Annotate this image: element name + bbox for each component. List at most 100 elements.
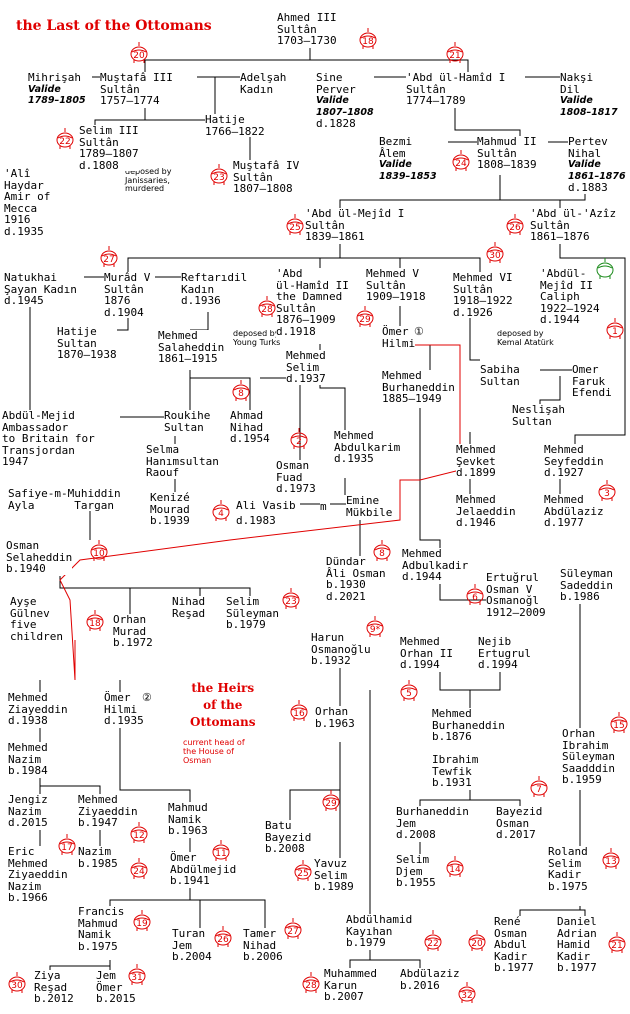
turban-icon: 26	[506, 214, 524, 236]
turban-icon: 10	[90, 540, 108, 562]
person-name-line: Hanımsultan	[146, 454, 219, 468]
person-name-line: Ayşe	[10, 595, 37, 608]
person-name-line: Ahmed III	[277, 11, 337, 24]
person-name-line: d.1983	[236, 514, 276, 527]
person-name-line: Mehmed	[286, 349, 326, 362]
person-name-line: b.1979	[226, 618, 266, 632]
turban-number: 26	[509, 223, 521, 233]
person-name-line: Nihad	[230, 420, 264, 434]
person-name-line: Murâd V	[104, 271, 151, 284]
person-name-line: Mehmed	[158, 329, 198, 342]
person-name-line: Nihad	[172, 595, 206, 608]
person-name-line: d.1944	[540, 313, 580, 327]
janissaries-note: deposed by Janissaries, murdered	[125, 167, 172, 193]
person-name-line: 1947	[2, 455, 29, 469]
person-name-line: Selim	[396, 853, 430, 866]
person-ali-vasib: Ali Vasib	[236, 500, 296, 512]
ataturk-note: deposed by Kemal Atatürk	[497, 329, 554, 347]
person-name-line: 1757–1774	[100, 94, 160, 108]
person-name-line: to Britain for	[2, 432, 95, 446]
turban-icon: 5	[400, 680, 418, 702]
turban-number: 8	[379, 549, 385, 559]
turban-icon: 17	[58, 834, 76, 856]
person-name-line: Abdülmejid	[170, 862, 237, 876]
person-name-line: Nazim	[8, 804, 42, 818]
tree-line	[94, 108, 146, 125]
person-name-line: Abdül-Mejid	[2, 409, 75, 422]
person-name-line: d.1937	[286, 372, 326, 386]
person-name-line: 1885–1949	[382, 392, 442, 406]
person-name-line: Perver	[316, 82, 356, 96]
person-name-line: Mehmed	[456, 493, 496, 506]
person-name-line: Ayla Targan	[8, 498, 114, 512]
turban-number: 24	[455, 159, 467, 169]
person-name-line: 1789–1807	[79, 147, 139, 161]
turban-icon: 11	[212, 840, 230, 862]
turban-icon: 9*	[366, 616, 384, 638]
person-name-line: b.1977	[557, 961, 597, 975]
person-name-line: Mehmed	[456, 443, 496, 456]
person-name-line: b.1963	[315, 716, 355, 730]
tree-line	[49, 960, 111, 970]
person-name-line: Nazim	[8, 752, 42, 766]
person-name-line: Ambassador	[2, 420, 69, 434]
person-name-line: b.1959	[562, 773, 602, 787]
person-name-line: Mehmed	[544, 443, 584, 456]
turban-icon: 27	[100, 246, 118, 268]
person-name-line: b.1876	[432, 730, 472, 744]
person-name-line: Safiye-m-Muhiddin	[8, 487, 121, 500]
person-name-line: b.1955	[396, 876, 436, 890]
turban-icon: 28	[302, 972, 320, 994]
person-name-line: Orhan	[562, 727, 596, 740]
turban-number: 2	[296, 437, 302, 447]
person-name-line: Mehmed	[432, 707, 472, 720]
person-name-line: d.1927	[544, 466, 584, 480]
caliph-crown-icon	[596, 258, 614, 280]
person-name-line: b.1930	[326, 578, 366, 592]
tree-line	[127, 244, 341, 272]
person-name-line: d.1899	[456, 466, 496, 480]
turban-icon: 30	[486, 242, 504, 264]
person-title-line: 1808–1817	[560, 106, 618, 118]
person-name-line: Kadir	[548, 868, 582, 882]
person-name-line: Emine	[346, 494, 380, 507]
turban-number: 20	[471, 939, 483, 949]
tree-line	[580, 909, 586, 916]
tree-line	[339, 175, 501, 208]
person-name-line: Sultân	[277, 22, 317, 36]
turban-icon: 20	[468, 930, 486, 952]
turban-icon: 18	[86, 610, 104, 632]
turban-number: 29	[359, 315, 371, 325]
person-name-line: children	[10, 629, 63, 643]
person-name-line: b.1932	[311, 654, 351, 668]
succession-line	[59, 344, 461, 681]
turban-number: 18	[89, 619, 101, 629]
tree-line	[419, 408, 441, 548]
person-name-line: Süleyman	[226, 606, 279, 620]
person-name-line: 'Abdül-	[540, 267, 587, 280]
person-name-line: d.1946	[456, 516, 496, 530]
person-name-line: Sultân	[233, 170, 273, 184]
person-name-line: Sultân	[104, 282, 144, 296]
turban-number: 1	[612, 327, 618, 337]
person-name-line: d.1935	[4, 224, 44, 238]
person-name-line: 1861–1876	[530, 230, 590, 244]
person-name-line: 'Abd ül-'Azîz	[530, 207, 617, 220]
turban-icon: 4	[212, 500, 230, 522]
person-name-line: Sultan	[480, 374, 520, 388]
